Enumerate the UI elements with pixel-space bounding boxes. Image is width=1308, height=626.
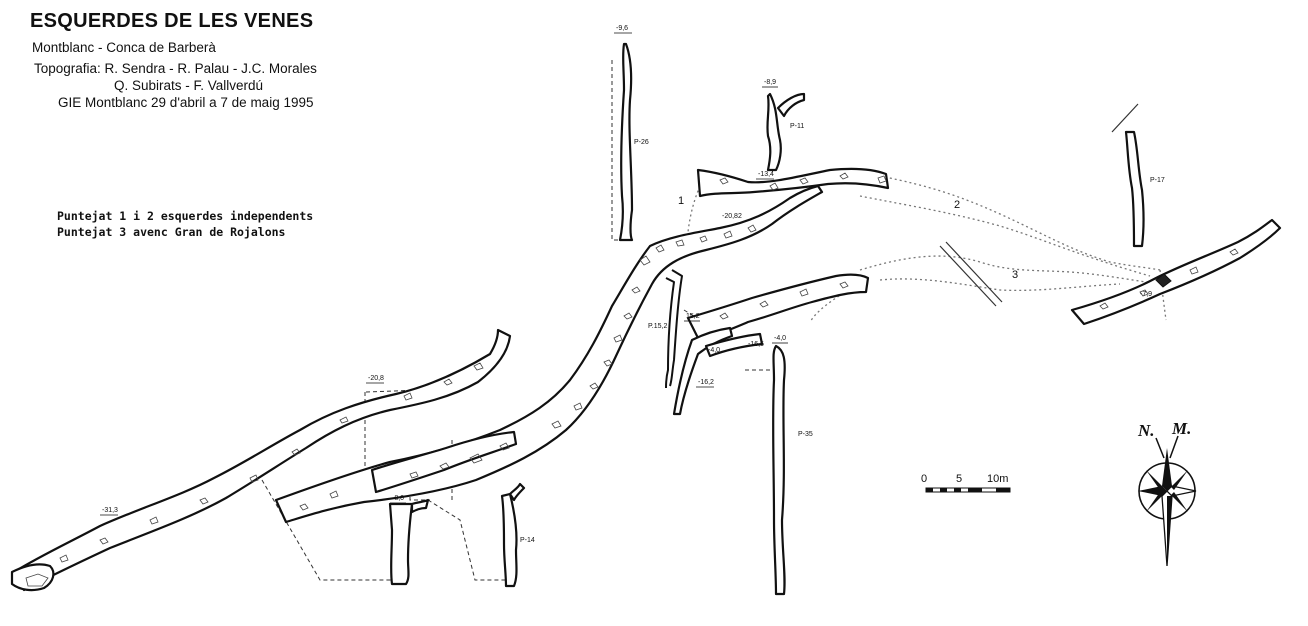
shaft-label-p14: P-14 bbox=[520, 537, 535, 544]
central-gallery bbox=[686, 273, 870, 344]
depth-marker: -16,5 bbox=[748, 341, 764, 348]
shafts bbox=[388, 42, 1145, 596]
depth-marker: -20,8 bbox=[368, 375, 384, 382]
shaft-label-p35: P-35 bbox=[798, 431, 813, 438]
depth-marker: -31,3 bbox=[102, 507, 118, 514]
north-arrow-icon: N. M. bbox=[1137, 419, 1197, 567]
crack-label-2: 2 bbox=[954, 199, 960, 211]
west-end-chamber bbox=[10, 563, 55, 592]
north-label-m: M. bbox=[1171, 419, 1191, 438]
section-line bbox=[945, 241, 1003, 303]
shaft-label-p26: P-26 bbox=[634, 139, 649, 146]
depth-marker: -4,0 bbox=[774, 335, 786, 342]
legend-line-1: Puntejat 1 i 2 esquerdes independents bbox=[57, 209, 314, 223]
depth-marker: -4,0 bbox=[708, 347, 720, 354]
depth-marker: 15,2 bbox=[686, 313, 700, 320]
map-club-dates: GIE Montblanc 29 d'abril a 7 de maig 199… bbox=[58, 95, 314, 110]
map-topography-line-2: Q. Subirats - F. Vallverdú bbox=[114, 78, 264, 93]
north-label-n: N. bbox=[1137, 421, 1155, 440]
map-location: Montblanc - Conca de Barberà bbox=[32, 40, 216, 55]
depth-marker: -13,4 bbox=[758, 171, 774, 178]
central-branch bbox=[672, 326, 734, 416]
shaft-label-p152: P.15,2 bbox=[648, 323, 667, 330]
section-line bbox=[939, 245, 997, 307]
east-gallery bbox=[1070, 218, 1282, 326]
depth-marker: -8,0 bbox=[392, 495, 404, 502]
scale-label-0: 0 bbox=[921, 473, 927, 485]
scale-label-10: 10m bbox=[987, 473, 1008, 485]
shaft-label-p11: P-11 bbox=[790, 123, 804, 130]
depth-marker: -16,2 bbox=[698, 379, 714, 386]
central-branch-2 bbox=[704, 332, 764, 358]
main-gallery bbox=[274, 184, 824, 524]
map-legend: Puntejat 1 i 2 esquerdes independents Pu… bbox=[57, 208, 313, 240]
depth-marker: -7,9 bbox=[1140, 291, 1152, 298]
depth-marker: -20,82 bbox=[722, 213, 742, 220]
crack-label-3: 3 bbox=[1012, 269, 1018, 281]
scale-bar: 0 5 10m bbox=[921, 473, 1011, 493]
passage-details bbox=[25, 172, 1239, 587]
depth-markers: -9,6 -8,9 -13,4 -20,82 -20,8 -31,3 15,2 … bbox=[100, 25, 1152, 516]
legend-line-2: Puntejat 3 avenc Gran de Rojalons bbox=[57, 225, 286, 239]
depth-marker: -8,9 bbox=[764, 79, 776, 86]
main-gallery-lobe bbox=[370, 430, 518, 494]
depth-marker: -9,6 bbox=[616, 25, 628, 32]
scale-label-5: 5 bbox=[956, 473, 962, 485]
section-line bbox=[1111, 103, 1139, 133]
shaft-label-p17: P-17 bbox=[1150, 177, 1165, 184]
crack-label-1: 1 bbox=[678, 195, 684, 207]
west-gallery bbox=[12, 328, 512, 592]
map-title: ESQUERDES DE LES VENES bbox=[30, 10, 314, 32]
map-topography-line-1: Topografia: R. Sendra - R. Palau - J.C. … bbox=[34, 61, 317, 76]
